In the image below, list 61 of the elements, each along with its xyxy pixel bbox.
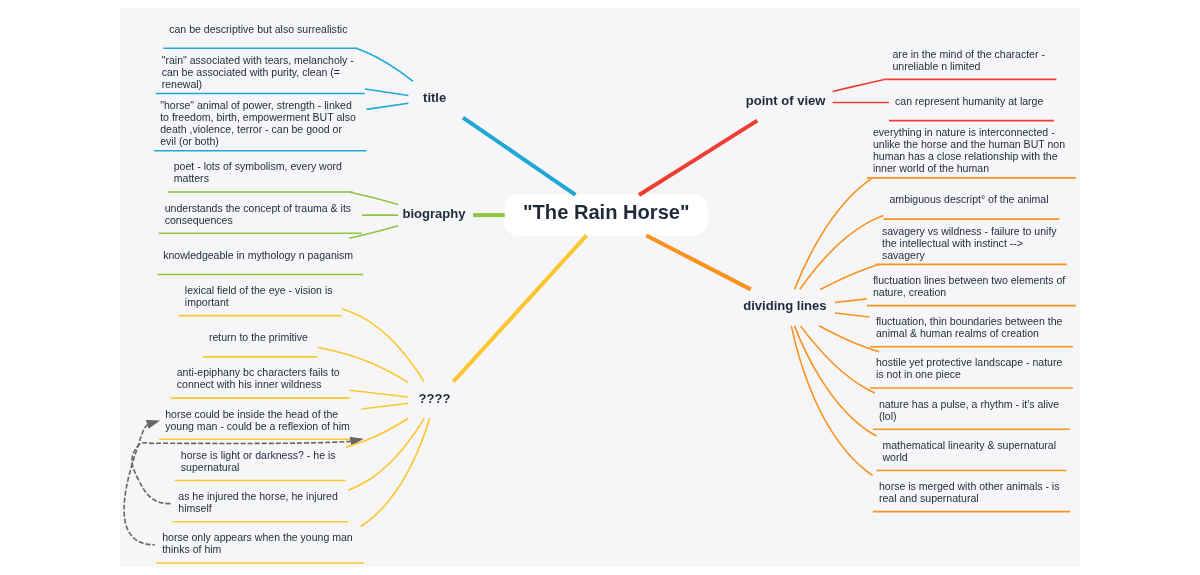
node-text: title xyxy=(423,89,447,105)
node-text: fluctuation lines between two elements of nature, creation xyxy=(872,273,1066,298)
connector xyxy=(834,312,871,318)
connector xyxy=(793,325,878,437)
connector xyxy=(818,325,880,353)
node-text: horse only appears when the young man thinks of him xyxy=(162,531,353,556)
node-text: mathematical linearity & supernatural world xyxy=(882,438,1056,463)
node-text: fluctuation, thin boundaries between the animal & human realms of creation xyxy=(875,315,1063,340)
connector xyxy=(360,402,410,410)
connector xyxy=(359,417,431,528)
connector xyxy=(341,307,425,383)
connector xyxy=(348,389,409,398)
node-text: can represent humanity at large xyxy=(895,94,1044,107)
node-text: dividing lines xyxy=(743,298,827,314)
connector xyxy=(316,346,410,384)
node-text: biography xyxy=(402,205,466,221)
connector xyxy=(831,78,888,93)
node-text: ambiguous descript° of the animal xyxy=(889,193,1049,206)
connector xyxy=(347,417,426,491)
connector xyxy=(473,213,505,218)
node-text: poet - lots of symbolism, every word matters xyxy=(173,160,342,185)
connector xyxy=(348,191,399,206)
connector xyxy=(799,325,876,394)
connector xyxy=(365,102,410,111)
node-text: horse could be inside the head of the young man - could be a reflexion of him xyxy=(165,407,350,432)
node-box: "The Rain Horse" xyxy=(504,194,708,236)
connector xyxy=(645,233,752,292)
node-text: return to the primitive xyxy=(208,331,308,344)
node-text: understands the concept of trauma & its consequences xyxy=(164,201,352,226)
node-text: point of view xyxy=(745,92,826,108)
connector xyxy=(790,325,874,477)
node-text: ???? xyxy=(418,390,451,406)
node-text: "rain" associated with tears, melancholy - can be associated with purity, clean (= renewal) xyxy=(161,53,354,90)
connector xyxy=(345,417,410,448)
connector xyxy=(361,214,399,216)
node-text: knowledgeable in mythology n paganism xyxy=(163,248,354,261)
connector xyxy=(355,47,414,83)
node-text: as he injured the horse, he injured himself xyxy=(178,490,338,515)
node-text: horse is merged with other animals - is real and supernatural xyxy=(878,479,1060,505)
node-text: "horse" animal of power, strength - linked to freedom, birth, empowerment BUT also death ,violence, terror - can be good or evil (or both) xyxy=(160,98,356,148)
connector xyxy=(834,298,868,304)
node-text: horse is light or darkness? - he is supernatural xyxy=(180,448,336,473)
connector xyxy=(451,234,588,384)
arrow xyxy=(131,436,364,505)
node-text: lexical field of the eye - vision is important xyxy=(184,283,333,308)
connector xyxy=(819,263,880,291)
node-text: are in the mind of the character - unreliable n limited xyxy=(892,47,1045,72)
arrow xyxy=(123,420,160,546)
node-text: anti-epiphany bc characters fails to connect with his inner wildness xyxy=(176,366,340,391)
connector xyxy=(637,118,759,197)
connector xyxy=(799,214,885,291)
connector xyxy=(831,101,890,104)
node-text: can be descriptive but also surrealistic xyxy=(169,22,348,35)
node-text: hostile yet protective landscape - nature is not in one piece xyxy=(875,356,1063,381)
connector xyxy=(793,177,874,291)
node-text: nature has a pulse, a rhythm - it's alive (lol) xyxy=(878,397,1060,422)
connector xyxy=(348,224,399,240)
node-text: savagery vs wildness - failure to unify the intellectual with instinct --> savagery xyxy=(881,224,1057,261)
connector xyxy=(461,115,577,197)
node-text: everything in nature is interconnected - unlike the horse and the human BUT non human has a close relationship with the inner world of the human xyxy=(872,126,1066,175)
connector xyxy=(364,88,410,97)
